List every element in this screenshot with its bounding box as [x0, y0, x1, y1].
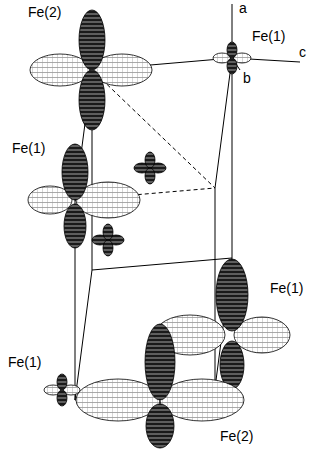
atom-label: Fe(1) [6, 354, 43, 370]
atom-label: Fe(2) [26, 4, 63, 20]
orbital-lobes [28, 10, 290, 448]
axis-label: a [237, 0, 249, 16]
atom-label: Fe(1) [250, 28, 287, 44]
cell-edges [75, 4, 300, 400]
atom-label: Fe(2) [218, 428, 255, 444]
axis-label: b [241, 70, 253, 86]
atom-label: Fe(1) [10, 140, 47, 156]
axis-label: c [297, 44, 308, 60]
atom-label: Fe(1) [268, 280, 305, 296]
